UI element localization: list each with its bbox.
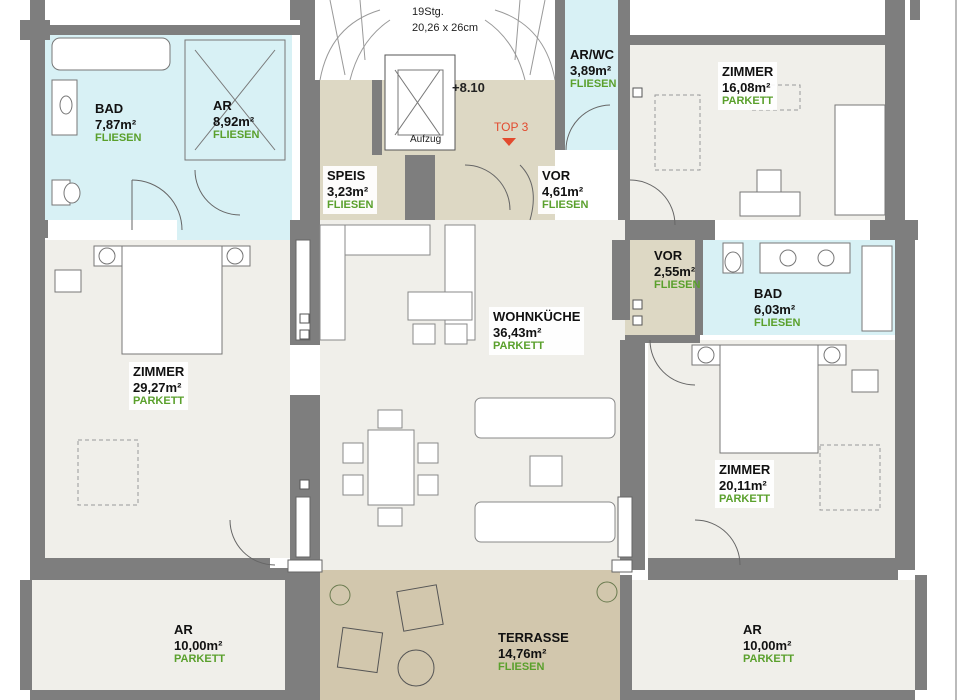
room-floor: FLIESEN: [654, 279, 701, 292]
room-floor: FLIESEN: [570, 78, 617, 91]
room-name: TERRASSE: [498, 630, 569, 645]
bathroom-left-fixtures: [51, 37, 286, 206]
room-area: 2,55m²: [654, 263, 696, 279]
room-ar-wc: AR/WC 3,89m² FLIESEN: [566, 45, 620, 93]
staircase: [319, 0, 556, 81]
beds: [54, 104, 886, 454]
elevator-label: Aufzug: [410, 134, 442, 145]
room-name: VOR: [654, 248, 683, 263]
floor-arwc: [563, 0, 618, 150]
room-area: 20,11m²: [719, 477, 767, 493]
room-bad-left: BAD 7,87m² FLIESEN: [91, 99, 145, 147]
room-area: 14,76m²: [498, 645, 547, 661]
room-floor: PARKETT: [493, 340, 545, 353]
room-name: AR: [174, 622, 193, 637]
room-vor-center: VOR 4,61m² FLIESEN: [538, 166, 593, 215]
floor-ar-bottom-left: [30, 580, 285, 690]
room-floor: FLIESEN: [213, 129, 260, 142]
room-ar-bottom-right: AR 10,00m² PARKETT: [739, 620, 798, 668]
floor-terrasse: [320, 570, 620, 700]
room-bad-right: BAD 6,03m² FLIESEN: [750, 284, 804, 332]
room-name: AR: [743, 622, 762, 637]
unit-marker-arrow-icon: [502, 138, 516, 146]
room-floor: PARKETT: [743, 653, 795, 666]
room-area: 7,87m²: [95, 116, 137, 132]
room-area: 6,03m²: [754, 301, 796, 317]
room-area: 10,00m²: [174, 637, 223, 653]
room-area: 3,89m²: [570, 62, 612, 78]
room-name: WOHNKÜCHE: [493, 309, 581, 324]
room-ar-bottom-left: AR 10,00m² PARKETT: [170, 620, 229, 668]
bathroom-right-fixtures: [722, 242, 893, 332]
room-area: 4,61m²: [542, 183, 584, 199]
room-floor: FLIESEN: [542, 199, 589, 212]
room-name: ZIMMER: [722, 64, 774, 79]
room-name: ZIMMER: [719, 462, 771, 477]
room-name: VOR: [542, 168, 571, 183]
room-zimmer-top-right: ZIMMER 16,08m² PARKETT: [718, 62, 778, 111]
room-name: BAD: [754, 286, 783, 301]
room-floor: FLIESEN: [327, 199, 374, 212]
room-ar-left: AR 8,92m² FLIESEN: [209, 96, 263, 144]
room-name: AR/WC: [570, 47, 615, 62]
room-speis: SPEIS 3,23m² FLIESEN: [323, 166, 378, 215]
room-area: 8,92m²: [213, 113, 255, 129]
room-area: 3,23m²: [327, 183, 369, 199]
doors: [131, 104, 741, 566]
room-area: 36,43m²: [493, 324, 542, 340]
walls: [20, 0, 957, 700]
room-floor: PARKETT: [719, 493, 771, 506]
floor-ar-bottom-right: [630, 580, 915, 690]
terrace-furniture: [329, 581, 618, 687]
elevator-level: +8.10: [452, 80, 485, 95]
room-floor: PARKETT: [133, 395, 185, 408]
room-floor: PARKETT: [722, 95, 774, 108]
room-name: ZIMMER: [133, 364, 185, 379]
room-name: BAD: [95, 101, 124, 116]
stair-size-label: 20,26 x 26cm: [412, 22, 479, 34]
room-name: AR: [213, 98, 232, 113]
room-zimmer-right: ZIMMER 20,11m² PARKETT: [715, 460, 775, 509]
room-wohnkueche: WOHNKÜCHE 36,43m² PARKETT: [489, 307, 585, 356]
room-floor: FLIESEN: [754, 317, 801, 330]
room-area: 10,00m²: [743, 637, 792, 653]
room-vor-right: VOR 2,55m² FLIESEN: [650, 246, 704, 294]
unit-marker-top3: TOP 3: [494, 120, 529, 134]
kitchen-furniture: [319, 224, 616, 543]
room-area: 16,08m²: [722, 79, 771, 95]
floor-ar-left: [177, 35, 292, 240]
room-name: SPEIS: [327, 168, 366, 183]
room-floor: FLIESEN: [95, 132, 142, 145]
room-area: 29,27m²: [133, 379, 182, 395]
room-floor: FLIESEN: [498, 661, 545, 674]
room-terrasse: TERRASSE 14,76m² FLIESEN: [494, 628, 573, 676]
window-sockets: [299, 87, 643, 490]
stair-steps-label: 19Stg.: [412, 6, 444, 18]
room-zimmer-left: ZIMMER 29,27m² PARKETT: [129, 362, 189, 411]
room-floor: PARKETT: [174, 653, 226, 666]
